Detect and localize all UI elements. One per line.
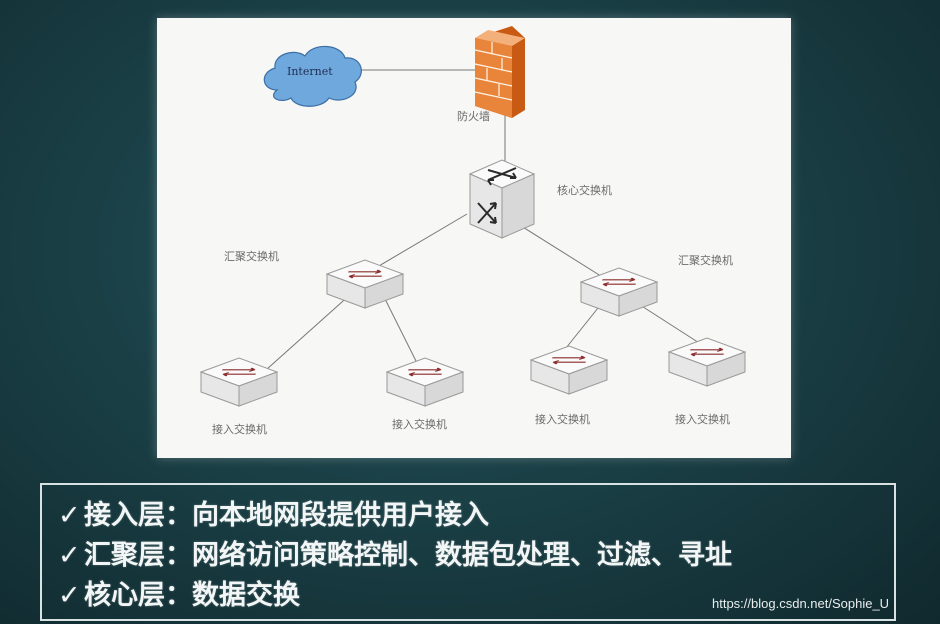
bullet-text: 接入层：向本地网段提供用户接入 [84, 500, 489, 531]
bullet-text: 核心层：数据交换 [84, 580, 300, 611]
access-switch-1-icon [201, 358, 277, 406]
access-switch-label-4: 接入交换机 [675, 411, 730, 427]
firewall-icon [475, 26, 525, 118]
core-switch-icon [470, 160, 534, 238]
bullet-text: 汇聚层：网络访问策略控制、数据包处理、过滤、寻址 [84, 540, 732, 571]
access-switch-label-1: 接入交换机 [212, 421, 267, 437]
watermark: https://blog.csdn.net/Sophie_U [712, 596, 889, 611]
firewall-label: 防火墙 [457, 108, 490, 124]
slide-panel: Internet 防火墙 核心交换机 汇聚交换机 汇聚交换机 接入交换机 接入交… [157, 18, 791, 458]
aggregation-switch-left-label: 汇聚交换机 [224, 248, 279, 264]
access-switch-3-icon [531, 346, 607, 394]
access-switch-label-3: 接入交换机 [535, 411, 590, 427]
bullet-aggregation-layer: ✓汇聚层：网络访问策略控制、数据包处理、过滤、寻址 [58, 533, 732, 572]
access-switch-4-icon [669, 338, 745, 386]
check-icon: ✓ [58, 580, 84, 611]
network-diagram [157, 18, 791, 458]
aggregation-switch-left-icon [327, 260, 403, 308]
access-switch-label-2: 接入交换机 [392, 416, 447, 432]
check-icon: ✓ [58, 540, 84, 571]
bullet-core-layer: ✓核心层：数据交换 [58, 573, 300, 612]
bullet-access-layer: ✓接入层：向本地网段提供用户接入 [58, 493, 489, 532]
aggregation-switch-right-label: 汇聚交换机 [678, 252, 733, 268]
check-icon: ✓ [58, 500, 84, 531]
internet-label: Internet [287, 65, 333, 78]
access-switch-2-icon [387, 358, 463, 406]
core-switch-label: 核心交换机 [557, 182, 612, 198]
